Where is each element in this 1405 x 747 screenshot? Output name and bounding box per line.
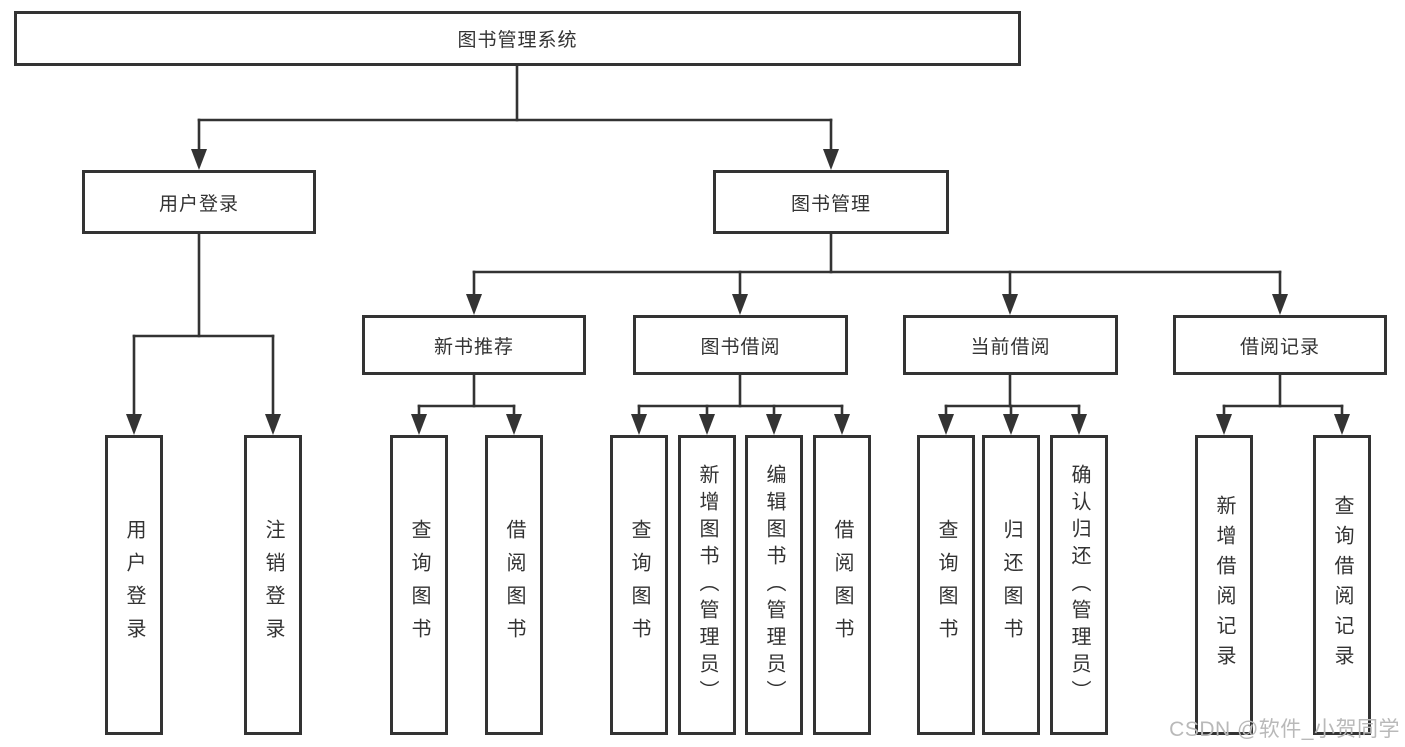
node-leaf-query-books-recommend-label: 查询图书 — [408, 519, 430, 651]
node-leaf-confirm-return-admin: 确认归还（管理员） — [1050, 435, 1108, 735]
node-leaf-logout-label: 注销登录 — [262, 519, 284, 651]
node-leaf-borrow-books-recommend: 借阅图书 — [485, 435, 543, 735]
node-leaf-add-borrow-record-label: 新增借阅记录 — [1213, 495, 1235, 675]
node-leaf-query-books-borrow: 查询图书 — [610, 435, 668, 735]
node-leaf-user-login-label: 用户登录 — [123, 519, 145, 651]
node-leaf-borrow-books-recommend-label: 借阅图书 — [503, 519, 525, 651]
node-current-borrowing-label: 当前借阅 — [970, 336, 1051, 358]
node-book-borrowing: 图书借阅 — [633, 315, 848, 375]
node-leaf-query-borrow-record-label: 查询借阅记录 — [1331, 495, 1353, 675]
node-book-management-label: 图书管理 — [790, 193, 871, 215]
node-leaf-query-borrow-record: 查询借阅记录 — [1313, 435, 1371, 735]
node-user-login: 用户登录 — [82, 170, 316, 234]
node-leaf-query-books-borrow-label: 查询图书 — [628, 519, 650, 651]
node-leaf-logout: 注销登录 — [244, 435, 302, 735]
node-leaf-add-book-admin-label: 新增图书（管理员） — [696, 463, 718, 707]
node-leaf-add-book-admin: 新增图书（管理员） — [678, 435, 736, 735]
node-leaf-query-books-current: 查询图书 — [917, 435, 975, 735]
node-leaf-borrow-books-label: 借阅图书 — [831, 519, 853, 651]
node-book-borrowing-label: 图书借阅 — [700, 336, 781, 358]
csdn-watermark: CSDN @软件_小贺同学 — [1169, 718, 1400, 741]
node-borrowing-records: 借阅记录 — [1173, 315, 1387, 375]
node-new-book-recommend-label: 新书推荐 — [433, 336, 514, 358]
node-current-borrowing: 当前借阅 — [903, 315, 1118, 375]
node-borrowing-records-label: 借阅记录 — [1239, 336, 1320, 358]
node-root-label: 图书管理系统 — [457, 30, 578, 51]
node-root: 图书管理系统 — [14, 11, 1021, 66]
node-user-login-label: 用户登录 — [158, 193, 239, 215]
node-leaf-return-book-label: 归还图书 — [1000, 519, 1022, 651]
node-leaf-query-books-current-label: 查询图书 — [935, 519, 957, 651]
node-leaf-add-borrow-record: 新增借阅记录 — [1195, 435, 1253, 735]
node-book-management: 图书管理 — [713, 170, 949, 234]
node-leaf-confirm-return-admin-label: 确认归还（管理员） — [1068, 463, 1090, 707]
node-leaf-return-book: 归还图书 — [982, 435, 1040, 735]
node-leaf-borrow-books: 借阅图书 — [813, 435, 871, 735]
node-new-book-recommend: 新书推荐 — [362, 315, 586, 375]
node-leaf-query-books-recommend: 查询图书 — [390, 435, 448, 735]
node-leaf-user-login: 用户登录 — [105, 435, 163, 735]
node-leaf-edit-book-admin: 编辑图书（管理员） — [745, 435, 803, 735]
node-leaf-edit-book-admin-label: 编辑图书（管理员） — [763, 463, 785, 707]
